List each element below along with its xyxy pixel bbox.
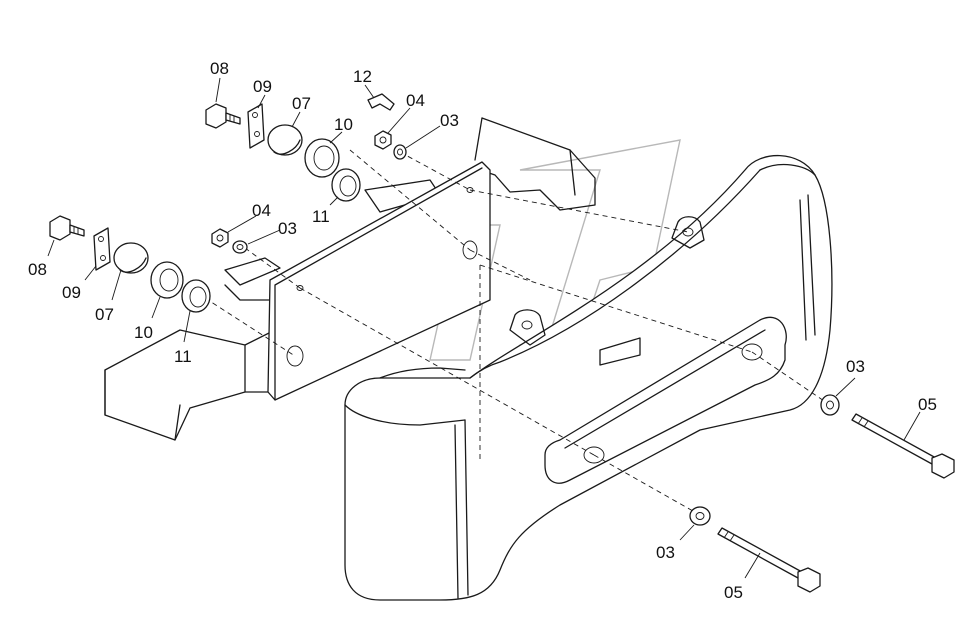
callout-09-lower: 09 (62, 283, 81, 302)
spacer-10-upper (304, 138, 340, 178)
ring-11-upper (331, 168, 361, 202)
callout-labels: 08 09 07 10 11 12 04 03 04 03 08 09 07 1… (28, 59, 937, 602)
washer-03-upper (393, 144, 407, 160)
bolt-08-lower (49, 215, 85, 241)
hardware-set-upper (205, 93, 407, 202)
ring-11-lower (181, 279, 211, 313)
callout-11-upper: 11 (312, 207, 330, 226)
bolt-08-upper (205, 103, 241, 129)
nut-04-middle (211, 228, 229, 248)
bolt-05-upper (851, 413, 955, 479)
hardware-set-middle (211, 228, 248, 254)
plate-09-lower (93, 227, 111, 271)
plate-09-upper (247, 103, 265, 149)
callout-03-right-lower: 03 (656, 543, 675, 562)
clip-12 (367, 93, 395, 111)
washer-03-right-upper (820, 394, 840, 416)
callout-04-middle: 04 (252, 201, 271, 220)
callout-07-lower: 07 (95, 305, 114, 324)
callout-03-upper: 03 (440, 111, 459, 130)
assembly-lines (204, 149, 831, 516)
callout-07-upper: 07 (292, 94, 311, 113)
spacer-10-lower (150, 261, 184, 299)
callout-11-lower: 11 (174, 347, 192, 366)
callout-10-lower: 10 (134, 323, 153, 342)
hardware-set-right (689, 394, 955, 593)
callout-09-upper: 09 (253, 77, 272, 96)
callout-08-lower: 08 (28, 260, 47, 279)
counterweight (344, 154, 833, 601)
callout-05-lower: 05 (724, 583, 743, 602)
nut-04-upper (374, 130, 392, 150)
cap-07-upper (267, 124, 303, 156)
callout-10-upper: 10 (334, 115, 353, 134)
washer-03-middle (232, 240, 248, 254)
washer-03-right-lower (689, 506, 711, 526)
hardware-set-lower (49, 215, 211, 313)
mounting-plate (267, 161, 491, 401)
callout-12: 12 (353, 67, 372, 86)
leader-lines (47, 77, 921, 579)
callout-03-right-upper: 03 (846, 357, 865, 376)
callout-04-upper: 04 (406, 91, 425, 110)
callout-05-upper: 05 (918, 395, 937, 414)
callout-08-upper: 08 (210, 59, 229, 78)
callout-03-middle: 03 (278, 219, 297, 238)
cap-07-lower (113, 242, 149, 274)
